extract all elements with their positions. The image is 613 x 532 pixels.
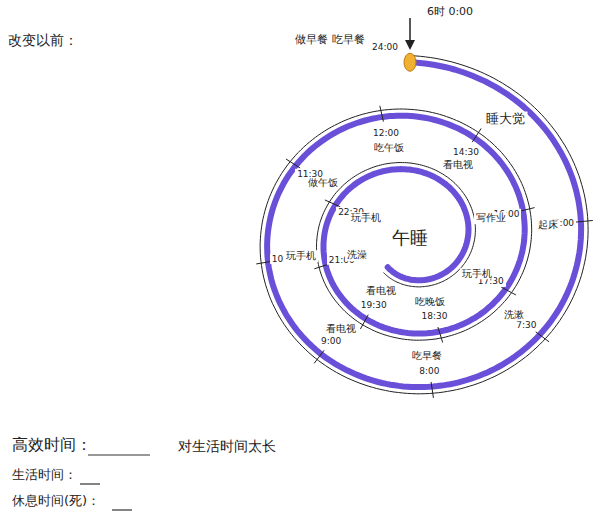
spiral-outline	[260, 56, 588, 394]
spiral-label: 6时 0:00	[425, 6, 475, 19]
time-tick	[536, 332, 549, 342]
chart-title: 改变以前：	[8, 32, 78, 48]
spiral-label: 写作业	[474, 213, 508, 225]
spiral-label: 玩手机	[460, 268, 494, 280]
time-tick	[314, 350, 324, 363]
spiral-label: 玩手机	[284, 251, 318, 263]
note-text: 生活时间：	[12, 468, 77, 483]
spiral-label: 起床	[536, 219, 560, 231]
spiral-label: 看电视	[324, 323, 358, 335]
spiral-label: 看电视	[364, 285, 398, 297]
time-tick	[576, 220, 593, 222]
blank-line	[80, 483, 100, 484]
spiral-label: 吃午饭	[372, 142, 406, 154]
time-tick	[360, 315, 368, 329]
spiral-label: 24:00	[370, 42, 400, 52]
time-tick	[286, 159, 300, 168]
note-text: 休息时间(死)：	[12, 494, 100, 509]
spiral-band	[267, 62, 581, 387]
spiral-label: 睡大觉	[484, 112, 527, 127]
note-text: 对生活时间太长	[178, 438, 276, 454]
spiral-label: 9:00	[319, 336, 343, 346]
start-marker	[404, 53, 416, 71]
time-tick	[472, 128, 481, 142]
note-text: 高效时间：	[12, 436, 92, 454]
spiral-label: 18:30	[419, 311, 449, 321]
blank-line	[88, 454, 150, 455]
spiral-label: 吃早餐	[410, 350, 444, 362]
spiral-label: 看电视	[441, 159, 475, 171]
spiral-label: 做早餐 吃早餐	[293, 34, 367, 47]
spiral-label: 午睡	[390, 228, 430, 249]
spiral-label: 8:00	[417, 365, 441, 375]
time-tick	[501, 287, 516, 295]
arrow-head	[405, 40, 415, 50]
time-tick	[431, 382, 433, 398]
spiral-label: 做午饭	[306, 177, 340, 189]
spiral-layer	[256, 53, 593, 398]
time-tick	[438, 327, 443, 342]
spiral-label: 19:30	[359, 299, 389, 309]
spiral-label: 7:30	[514, 320, 538, 330]
spiral-label: 吃晚饭	[413, 296, 447, 308]
spiral-label: 14:30	[451, 147, 481, 157]
spiral-label: 12:00	[371, 128, 401, 138]
blank-line	[112, 509, 132, 510]
time-tick	[380, 106, 384, 122]
spiral-label: 玩手机	[349, 212, 383, 224]
spiral-label: 洗漱	[502, 310, 526, 322]
spiral-label: 洗澡	[345, 249, 369, 261]
